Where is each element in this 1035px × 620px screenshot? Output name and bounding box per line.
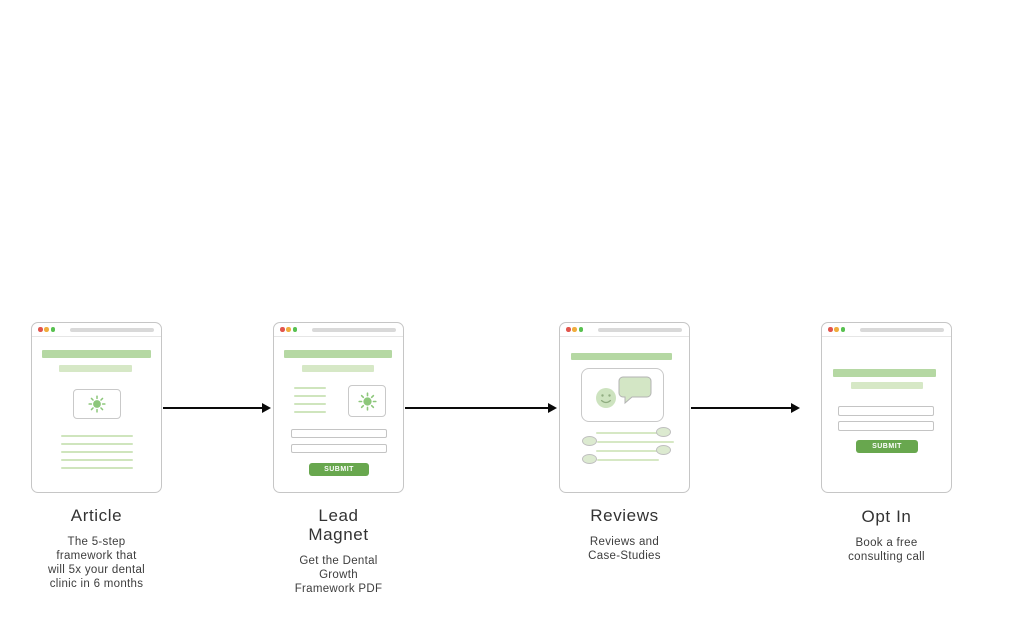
headline-placeholder xyxy=(42,350,151,358)
form-input-placeholder[interactable] xyxy=(838,406,934,416)
submit-button[interactable]: SUBMIT xyxy=(856,440,918,453)
url-bar xyxy=(312,327,396,332)
maximize-dot-icon xyxy=(292,327,298,332)
step-title: Opt In xyxy=(861,507,912,526)
flow-arrow xyxy=(405,403,557,413)
minimize-dot-icon xyxy=(44,327,49,332)
url-bar xyxy=(598,327,682,332)
minimize-dot-icon xyxy=(286,327,291,332)
testimonial-card xyxy=(581,368,664,422)
chat-bubble-icon xyxy=(656,445,671,455)
form-input-placeholder[interactable] xyxy=(291,429,387,438)
text-line-placeholder xyxy=(294,411,326,413)
maximize-dot-icon xyxy=(840,327,846,332)
url-bar xyxy=(70,327,154,332)
subheadline-placeholder xyxy=(851,382,923,389)
subheadline-placeholder xyxy=(59,365,132,372)
close-dot-icon xyxy=(38,327,43,332)
browser-mockup-reviews xyxy=(559,322,690,493)
browser-mockup-article xyxy=(31,322,162,493)
step-label-reviews: Reviews Reviews and Case-Studies xyxy=(544,506,705,563)
text-line-placeholder xyxy=(294,403,326,405)
headline-placeholder xyxy=(571,353,672,360)
maximize-dot-icon xyxy=(578,327,584,332)
text-line-placeholder xyxy=(61,467,133,469)
text-line-placeholder xyxy=(61,451,133,453)
minimize-dot-icon xyxy=(834,327,839,332)
chat-bubble-icon xyxy=(582,436,597,446)
chat-line-placeholder xyxy=(596,450,663,452)
chat-bubble-icon xyxy=(656,427,671,437)
step-description: Reviews and Case-Studies xyxy=(588,536,661,562)
step-title: Lead Magnet xyxy=(308,506,369,544)
chat-bubble-icon xyxy=(582,454,597,464)
submit-button[interactable]: SUBMIT xyxy=(309,463,369,476)
step-title: Article xyxy=(70,506,123,525)
browser-chrome xyxy=(560,323,689,337)
headline-placeholder xyxy=(284,350,392,358)
step-label-article: Article The 5-step framework that will 5… xyxy=(16,506,177,591)
text-line-placeholder xyxy=(294,387,326,389)
step-description: Book a free consulting call xyxy=(848,537,925,563)
flow-arrow xyxy=(691,403,800,413)
chat-line-placeholder xyxy=(596,432,663,434)
sun-icon xyxy=(357,391,377,411)
form-input-placeholder[interactable] xyxy=(291,444,387,453)
step-description: The 5-step framework that will 5x your d… xyxy=(47,536,146,590)
browser-chrome xyxy=(822,323,951,337)
step-title: Reviews xyxy=(590,506,659,525)
headline-placeholder xyxy=(833,369,936,377)
text-line-placeholder xyxy=(61,443,133,445)
speech-bubble-icon xyxy=(618,376,652,405)
image-placeholder xyxy=(348,385,386,417)
browser-chrome xyxy=(274,323,403,337)
text-line-placeholder xyxy=(61,435,133,437)
maximize-dot-icon xyxy=(50,327,56,332)
minimize-dot-icon xyxy=(572,327,577,332)
text-line-placeholder xyxy=(61,459,133,461)
sun-icon xyxy=(88,395,106,413)
chat-line-placeholder xyxy=(597,459,659,461)
step-label-lead-magnet: Lead Magnet Get the Dental Growth Framew… xyxy=(258,506,419,596)
text-line-placeholder xyxy=(294,395,326,397)
url-bar xyxy=(860,327,944,332)
browser-mockup-lead-magnet: SUBMIT xyxy=(273,322,404,493)
browser-chrome xyxy=(32,323,161,337)
browser-mockup-opt-in: SUBMIT xyxy=(821,322,952,493)
close-dot-icon xyxy=(280,327,285,332)
chat-line-placeholder xyxy=(597,441,674,443)
close-dot-icon xyxy=(566,327,571,332)
image-placeholder xyxy=(73,389,121,419)
step-label-opt-in: Opt In Book a free consulting call xyxy=(806,507,967,564)
flow-arrow xyxy=(163,403,271,413)
close-dot-icon xyxy=(828,327,833,332)
step-description: Get the Dental Growth Framework PDF xyxy=(294,555,383,595)
form-input-placeholder[interactable] xyxy=(838,421,934,431)
testimonial-illustration xyxy=(596,376,652,408)
smiley-face-icon xyxy=(596,388,616,408)
subheadline-placeholder xyxy=(302,365,374,372)
